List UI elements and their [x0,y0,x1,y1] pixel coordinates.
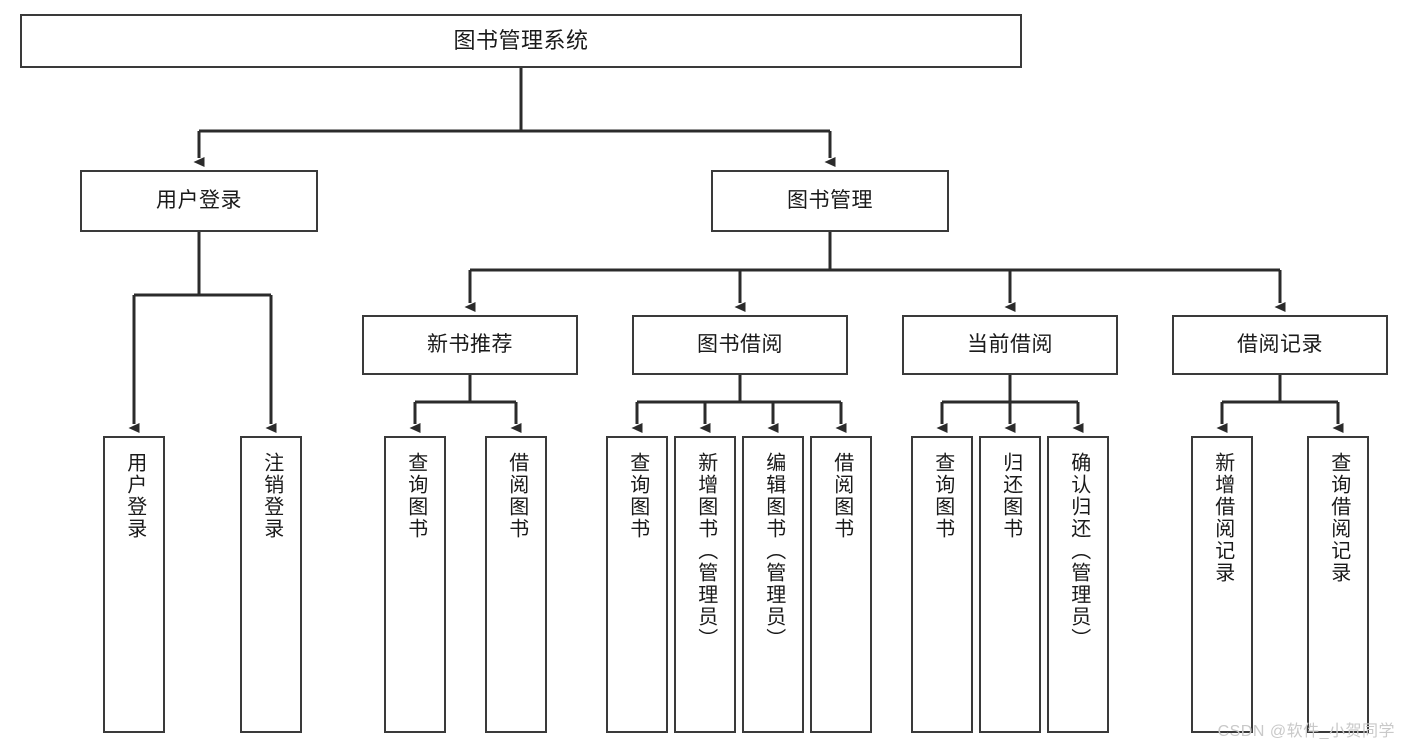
leaf-borrow-query-book[interactable]: 查询图书 [606,436,668,733]
node-label: 图书管理系统 [453,27,589,53]
node-label: 确认归还（管理员） [1067,452,1090,650]
node-book-borrow[interactable]: 图书借阅 [632,315,848,375]
node-label: 新增图书（管理员） [694,452,717,650]
leaf-borrow-edit-book[interactable]: 编辑图书（管理员） [742,436,804,733]
leaf-current-confirm-return[interactable]: 确认归还（管理员） [1047,436,1109,733]
node-label: 查询图书 [626,452,649,540]
node-root-system[interactable]: 图书管理系统 [20,14,1022,68]
node-label: 借阅记录 [1237,333,1323,357]
node-label: 编辑图书（管理员） [762,452,785,650]
node-label: 图书管理 [787,189,873,213]
node-new-book-recommend[interactable]: 新书推荐 [362,315,578,375]
leaf-user-login-signin[interactable]: 用户登录 [103,436,165,733]
node-label: 归还图书 [999,452,1022,540]
node-label: 查询图书 [404,452,427,540]
leaf-borrow-add-book[interactable]: 新增图书（管理员） [674,436,736,733]
node-borrow-record[interactable]: 借阅记录 [1172,315,1388,375]
node-label: 借阅图书 [830,452,853,540]
node-label: 图书借阅 [697,333,783,357]
leaf-current-return-book[interactable]: 归还图书 [979,436,1041,733]
leaf-borrow-borrow-book[interactable]: 借阅图书 [810,436,872,733]
leaf-new-book-query[interactable]: 查询图书 [384,436,446,733]
node-current-borrow[interactable]: 当前借阅 [902,315,1118,375]
node-label: 注销登录 [260,452,283,540]
node-label: 新书推荐 [427,333,513,357]
node-label: 当前借阅 [967,333,1053,357]
node-label: 用户登录 [156,189,242,213]
leaf-record-query[interactable]: 查询借阅记录 [1307,436,1369,733]
watermark-text: CSDN @软件_小贺同学 [1217,723,1395,740]
leaf-user-login-signout[interactable]: 注销登录 [240,436,302,733]
node-label: 用户登录 [123,452,146,540]
node-label: 查询图书 [931,452,954,540]
node-label: 借阅图书 [505,452,528,540]
node-label: 新增借阅记录 [1211,452,1234,584]
node-book-management[interactable]: 图书管理 [711,170,949,232]
leaf-record-add[interactable]: 新增借阅记录 [1191,436,1253,733]
leaf-new-book-borrow[interactable]: 借阅图书 [485,436,547,733]
leaf-current-query-book[interactable]: 查询图书 [911,436,973,733]
node-user-login[interactable]: 用户登录 [80,170,318,232]
node-label: 查询借阅记录 [1327,452,1350,584]
